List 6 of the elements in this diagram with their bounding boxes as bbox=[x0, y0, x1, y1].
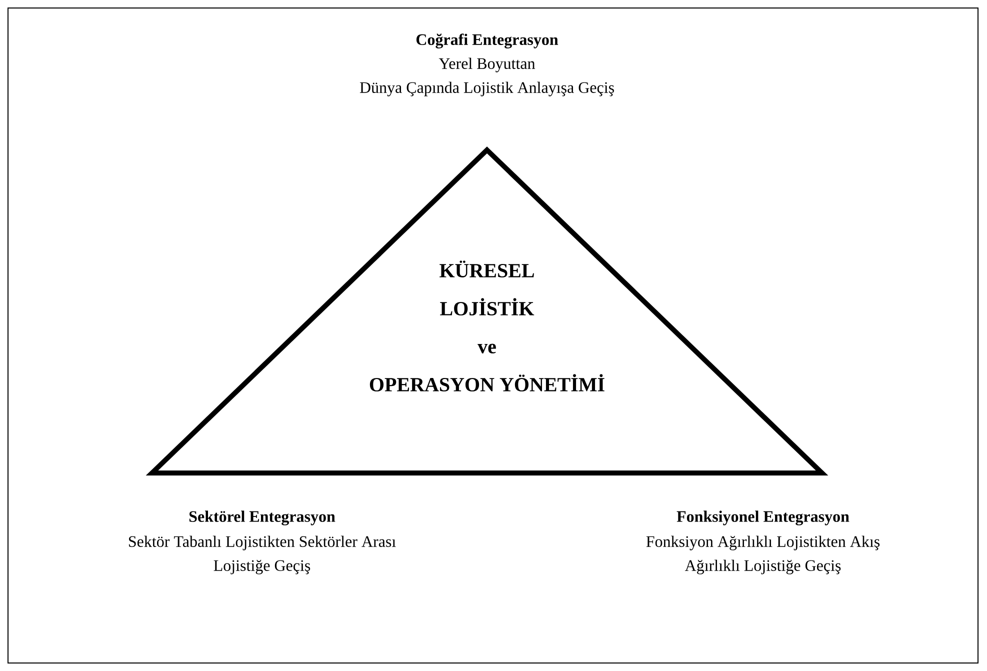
corner-heading: Sektörel Entegrasyon bbox=[189, 510, 336, 526]
corner-text: Fonksiyon Ağırlıklı Lojistikten Akış Ağırlıklı Lojistiğe Geçiş bbox=[646, 536, 880, 574]
corner-text: Sektör Tabanlı Lojistikten Sektörler Arası Lojistiğe Geçiş bbox=[129, 536, 396, 574]
corner-heading: Fonksiyonel Entegrasyon bbox=[676, 510, 850, 526]
corner-text: Yerel Boyuttan Dünya Çapında Lojistik Anlayışa Geçiş bbox=[360, 58, 614, 96]
corner-heading: Coğrafi Entegrasyon bbox=[416, 34, 558, 48]
